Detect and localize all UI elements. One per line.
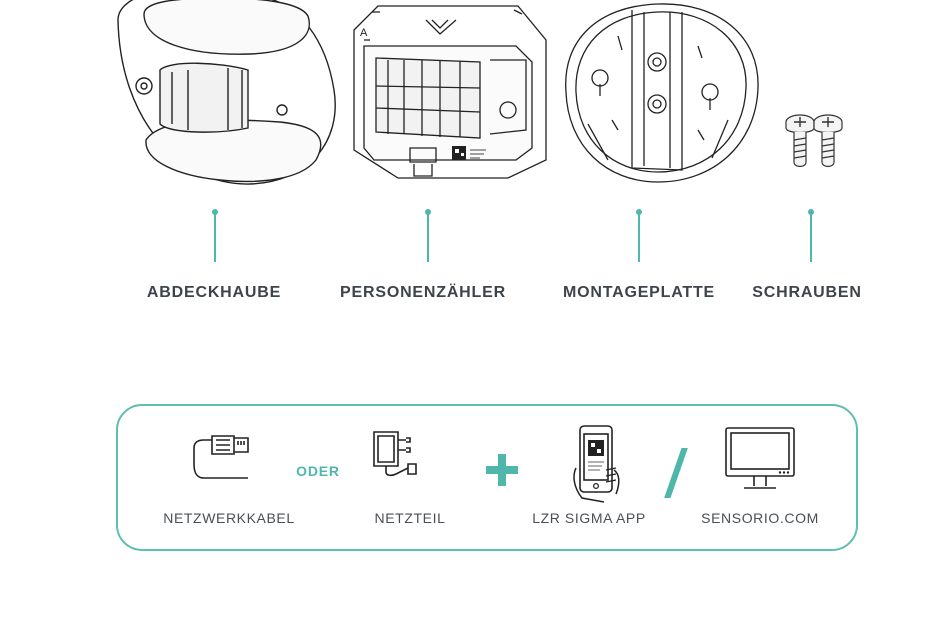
screws-icon <box>780 110 850 174</box>
part-label-mounting-plate: MONTAGEPLATTE <box>563 284 715 302</box>
ethernet-cable-icon <box>188 432 254 482</box>
web-label: SENSORIO.COM <box>701 510 819 526</box>
or-label: ODER <box>296 463 340 479</box>
smartphone-qr-icon <box>570 424 622 504</box>
people-counter-leader-line <box>427 212 429 262</box>
people-counter-icon: A <box>340 0 552 188</box>
part-label-people-counter: PERSONENZÄHLER <box>340 284 506 302</box>
cover-icon <box>110 0 342 190</box>
part-label-screws: SCHRAUBEN <box>752 284 861 302</box>
app-label: LZR SIGMA APP <box>532 510 646 526</box>
plus-icon <box>484 452 520 488</box>
power-adapter-icon <box>366 428 422 480</box>
cover-leader-line <box>214 212 216 262</box>
monitor-icon <box>722 424 798 494</box>
slash-icon <box>660 448 690 498</box>
network-cable-label: NETZWERKKABEL <box>163 510 295 526</box>
power-supply-label: NETZTEIL <box>375 510 446 526</box>
mounting-plate-icon <box>548 0 764 188</box>
mounting-plate-leader-line <box>638 212 640 262</box>
screws-leader-line <box>810 212 812 262</box>
svg-text:A: A <box>360 27 368 39</box>
part-label-cover: ABDECKHAUBE <box>147 284 281 302</box>
